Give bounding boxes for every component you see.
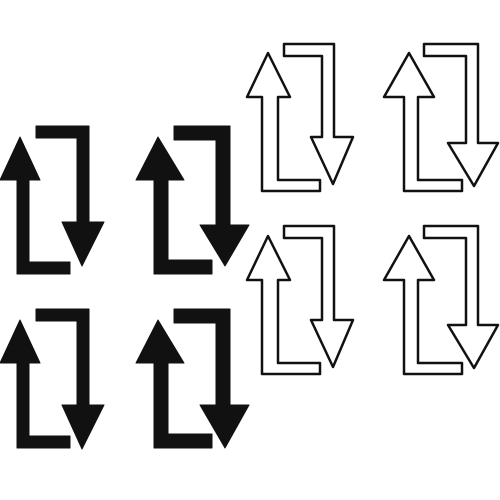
swap-arrows-icon-outline-4	[382, 224, 500, 376]
swap-arrows-icon-outline-3	[245, 224, 355, 376]
swap-arrows-icon-solid-4	[135, 308, 250, 449]
swap-arrows-icon-solid-2	[135, 125, 250, 275]
swap-arrows-icon-solid-3	[0, 308, 105, 450]
swap-arrows-icon-outline-1	[245, 42, 355, 193]
swap-arrows-icon-outline-2	[382, 42, 500, 193]
swap-arrows-icon-solid-1	[0, 125, 105, 275]
